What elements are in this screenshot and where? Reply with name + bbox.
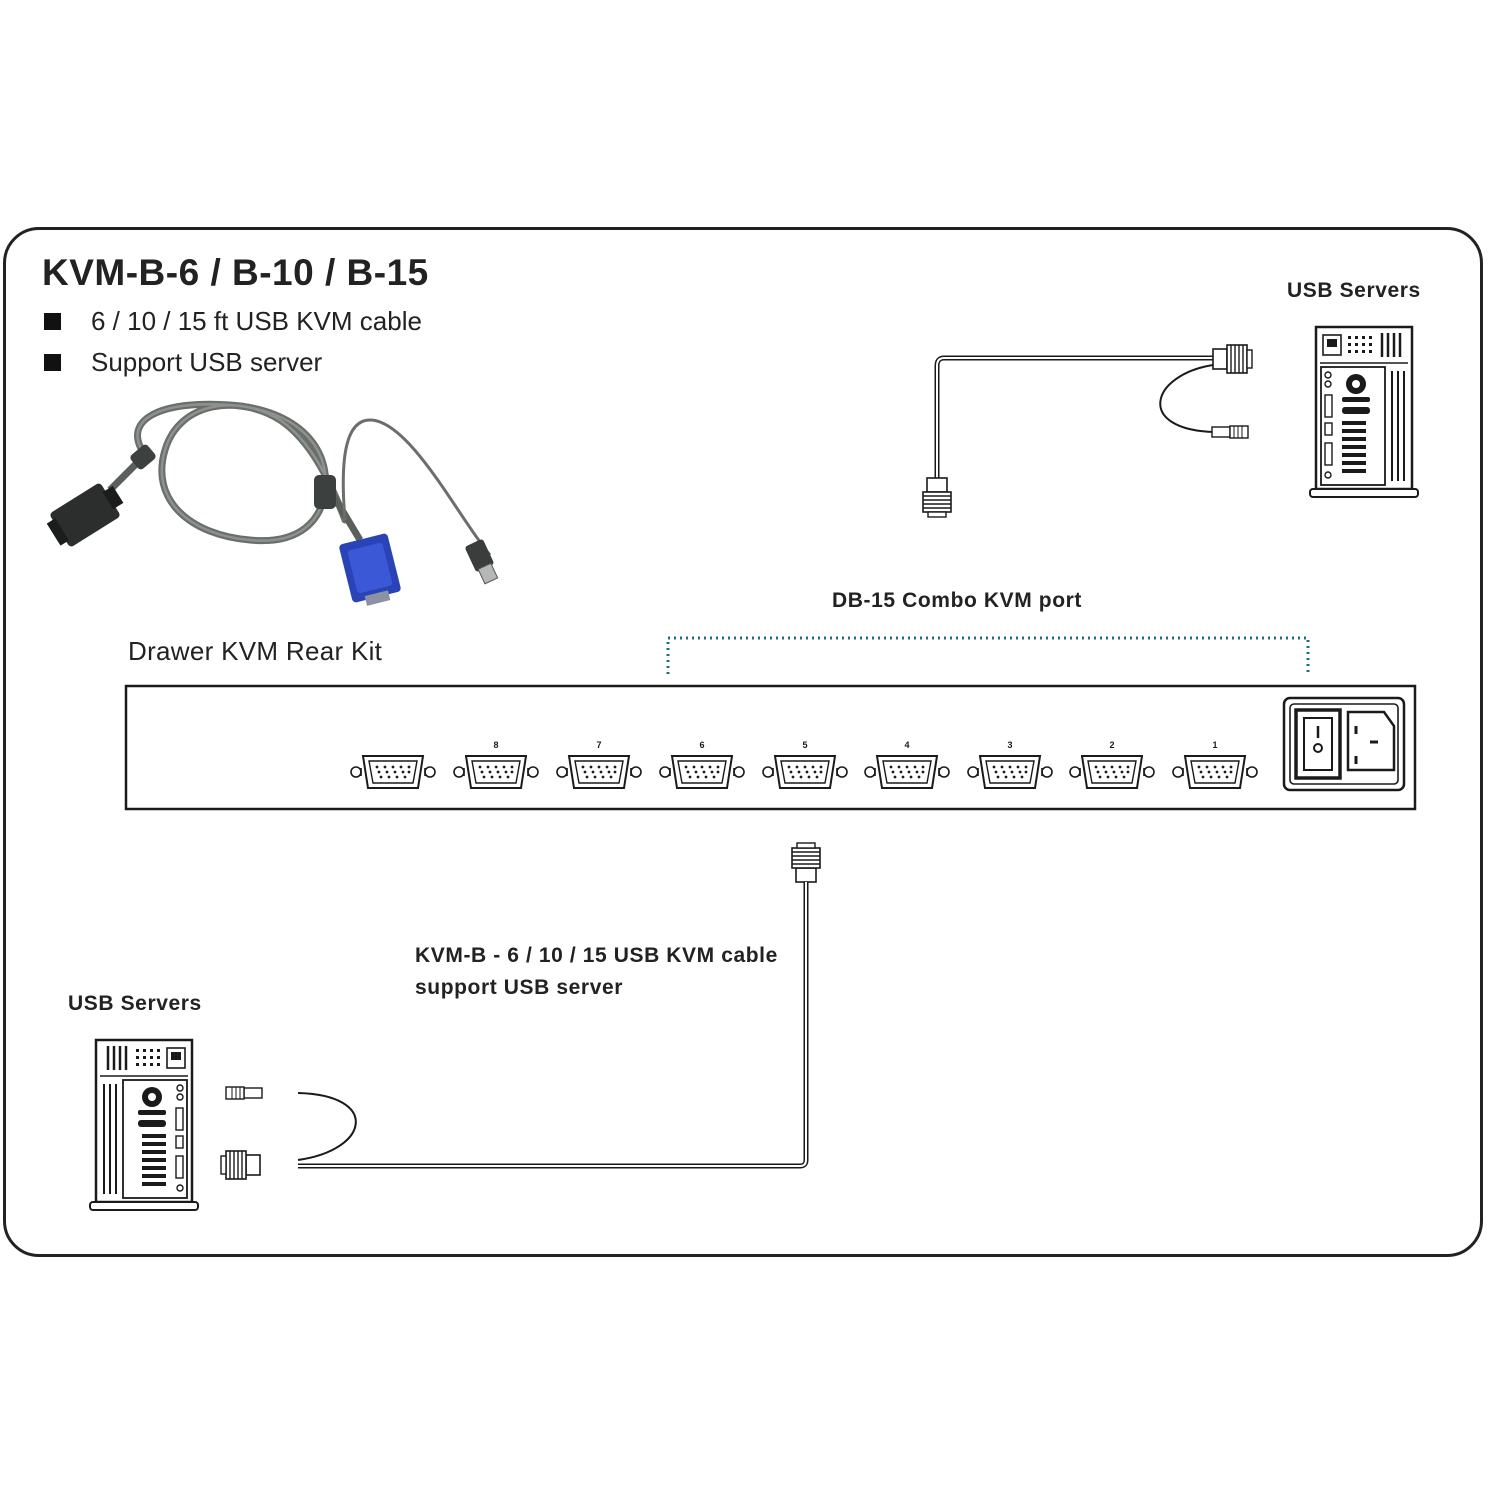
cable-diagram-bottom: [220, 842, 821, 1180]
cable-label-line2: support USB server: [415, 976, 624, 999]
feature-text-1: 6 / 10 / 15 ft USB KVM cable: [91, 306, 422, 336]
port-number: 6: [699, 740, 704, 750]
rear-kit-label: Drawer KVM Rear Kit: [128, 636, 383, 666]
combo-port-bracket: [666, 636, 1310, 674]
feature-bullet-2: Support USB server: [44, 347, 322, 378]
diagram-frame: [3, 227, 1483, 1257]
bullet-square-icon: [44, 313, 61, 330]
bullet-square-icon: [44, 354, 61, 371]
port-number: 3: [1007, 740, 1012, 750]
port-number: 4: [904, 740, 909, 750]
port-number: 7: [596, 740, 601, 750]
port-number: 5: [802, 740, 807, 750]
kvm-cable-photo: [46, 400, 499, 606]
usb-server-top-icon: [1308, 325, 1420, 499]
port-row: [350, 755, 1258, 789]
power-inlet-icon: [1282, 696, 1406, 792]
product-title: KVM-B-6 / B-10 / B-15: [42, 252, 429, 293]
cable-label-line1: KVM-B - 6 / 10 / 15 USB KVM cable: [415, 944, 778, 967]
port-number: 2: [1109, 740, 1114, 750]
usb-servers-label-bottom: USB Servers: [68, 992, 202, 1015]
port-number: 1: [1212, 740, 1217, 750]
rear-kit-panel: [124, 684, 1417, 811]
port-numbers: 8 7 6 5 4 3 2 1: [493, 740, 1217, 750]
combo-port-label: DB-15 Combo KVM port: [832, 589, 1082, 612]
cable-diagram-top: [922, 344, 1253, 518]
feature-text-2: Support USB server: [91, 347, 323, 377]
usb-server-bottom-icon: [88, 1038, 200, 1212]
port-number: 8: [493, 740, 498, 750]
feature-bullet-1: 6 / 10 / 15 ft USB KVM cable: [44, 306, 422, 337]
usb-servers-label-top: USB Servers: [1287, 279, 1421, 302]
